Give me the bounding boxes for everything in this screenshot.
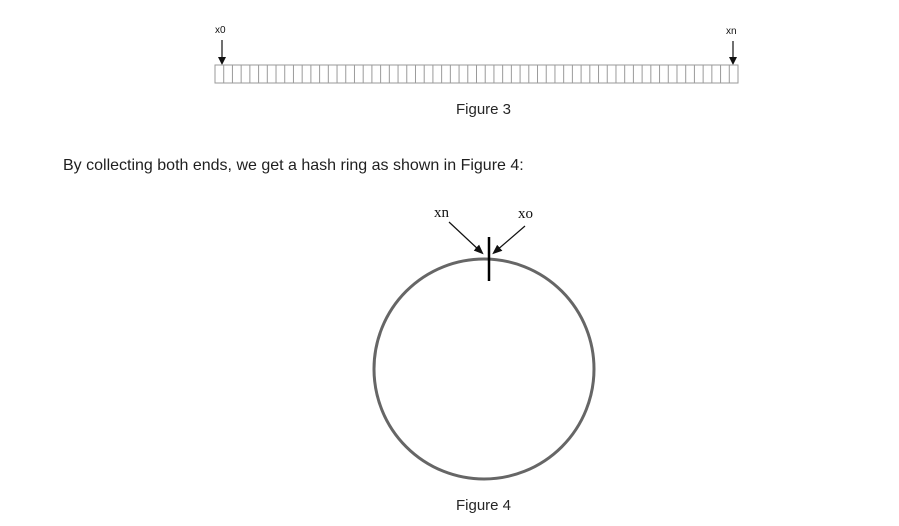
array-cells <box>214 64 739 84</box>
figure-3-linear-hash-space: x0 xn <box>200 18 760 98</box>
figure-3-caption: Figure 3 <box>455 101 512 118</box>
ring-label-xn: xn <box>434 205 450 221</box>
figure-4-hash-ring: xn xo <box>360 198 610 488</box>
ring-label-xo: xo <box>518 206 533 222</box>
body-paragraph: By collecting both ends, we get a hash r… <box>63 157 524 174</box>
start-label-x0: x0 <box>215 25 226 36</box>
hash-ring-circle <box>372 257 596 481</box>
hash-ring-diagram: xn xo <box>372 205 596 481</box>
end-label-xn: xn <box>726 26 737 37</box>
arrow-xo <box>492 225 526 255</box>
figure-4-caption: Figure 4 <box>455 497 512 514</box>
arrow-xn <box>448 221 484 255</box>
linear-array-diagram: x0 xn <box>214 25 739 84</box>
